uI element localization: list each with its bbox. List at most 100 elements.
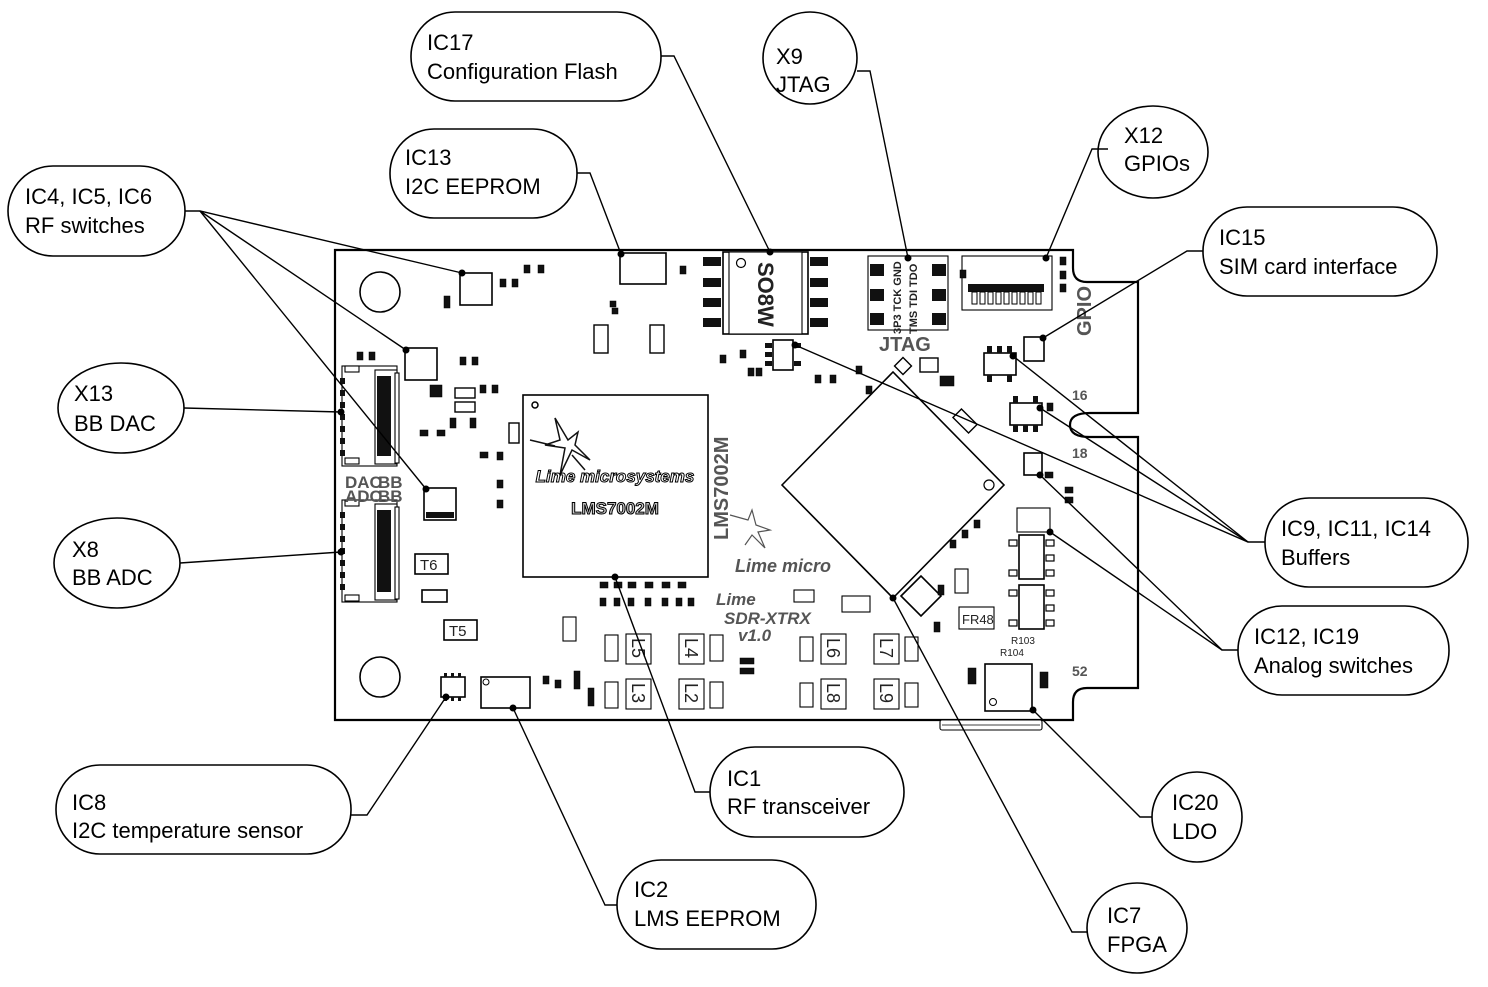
board-name-line2: SDR-XTRX (724, 609, 813, 628)
board-version: v1.0 (738, 626, 772, 645)
t5-label: T5 (449, 623, 467, 640)
buffer-aux-part (1023, 452, 1043, 476)
edge-pin-16: 16 (1072, 387, 1088, 403)
callout-ic11-anchor (1009, 352, 1017, 360)
ic11-buffer (983, 346, 1017, 382)
callout-ic9-11-14-desc: Buffers (1281, 545, 1350, 570)
callout-ic17-ref: IC17 (427, 30, 473, 55)
ic14-buffer (1009, 396, 1043, 432)
jtag-pins-row2: TMS TDI TDO (908, 263, 920, 334)
callout-ic2-anchor (509, 704, 517, 712)
callout-ic7-bubble (1086, 882, 1188, 974)
ic1-rf-transceiver: Lime microsystems LMS7002M (522, 394, 709, 578)
x13-connector (340, 365, 400, 467)
callout-ic1-leader (614, 576, 710, 793)
ic17-config-flash: SO8W (703, 251, 828, 335)
callout-x12-anchor (1042, 254, 1050, 262)
callout-ic20-bubble (1151, 771, 1243, 863)
inductor-l4 (678, 633, 705, 665)
callout-ic4-5-6-ref: IC4, IC5, IC6 (25, 184, 152, 209)
inductor-l2-label: L2 (681, 683, 701, 703)
inductors: L5 L4 L3 L2 L6 L7 L8 L9 (625, 633, 900, 710)
callout-ic15-desc: SIM card interface (1219, 254, 1398, 279)
ic4-rf-switch (459, 272, 493, 306)
inductor-l9 (873, 678, 900, 710)
callout-ic9-11-14-bubble (1264, 497, 1469, 588)
ic7-fpga (780, 370, 1006, 600)
callout-ic11-leader (1012, 355, 1249, 543)
callout-ic9-anchor (791, 341, 799, 349)
ic20-pin1-marker (989, 698, 997, 706)
callout-x12-leader (1045, 148, 1108, 259)
callout-ic20-leader (1032, 709, 1152, 818)
callout-ic17-bubble (410, 11, 662, 102)
callout-x13-bubble (57, 362, 185, 454)
test-point-t6 (414, 553, 449, 575)
callout-x8-leader (179, 551, 342, 564)
ic6-pads (426, 512, 454, 518)
callout-ic8-leader (351, 696, 447, 816)
callout-ic5-anchor (402, 346, 410, 354)
ic8-temperature-sensor (440, 673, 466, 701)
callout-ic15-anchor (1039, 334, 1047, 342)
ic2-lms-eeprom (480, 676, 531, 709)
callout-ic1-bubble (709, 746, 905, 838)
callout-ic20-desc: LDO (1172, 819, 1217, 844)
lime-micro-logo-text: Lime micro (735, 556, 831, 576)
callout-ic2-desc: LMS EEPROM (634, 906, 781, 931)
chip-brand-text: Lime microsystems (536, 467, 695, 486)
ic9-buffer (765, 339, 801, 371)
ic5-rf-switch (404, 347, 438, 381)
ic19-analog-switch (1008, 534, 1055, 630)
mounting-hole-top-left (359, 271, 401, 313)
inductor-l6 (820, 633, 847, 665)
callout-x8-desc: BB ADC (72, 565, 153, 590)
callout-ic13-leader (577, 172, 622, 255)
callout-ic17-leader (661, 55, 771, 253)
callout-ic2-bubble (616, 859, 817, 950)
callout-x9-leader (857, 70, 909, 259)
ic12-analog-switch (1016, 507, 1051, 533)
callout-x9-ref: X9 (776, 44, 803, 69)
board-name-line1: Lime (716, 590, 756, 609)
callout-ic1-desc: RF transceiver (727, 794, 870, 819)
t6-label: T6 (420, 557, 438, 574)
lime-micro-logo-icon (729, 508, 773, 549)
passive-components (356, 256, 1074, 707)
inductor-l7 (873, 633, 900, 665)
callout-x9-desc: JTAG (776, 72, 831, 97)
callout-ic13-ref: IC13 (405, 145, 451, 170)
x8-connector (340, 499, 400, 603)
inductor-l7-label: L7 (876, 638, 896, 658)
fr48-label: FR48 (962, 612, 994, 627)
callout-ic13-desc: I2C EEPROM (405, 174, 541, 199)
callout-x9-bubble (762, 11, 858, 105)
inductor-l2 (678, 678, 705, 710)
callout-ic4-5-6-desc: RF switches (25, 213, 145, 238)
mounting-hole-bottom-left (359, 656, 401, 698)
callout-ic20-ref: IC20 (1172, 790, 1218, 815)
callout-x8-ref: X8 (72, 537, 99, 562)
inductor-l5-label: L5 (628, 638, 648, 658)
callout-x12-bubble (1097, 105, 1209, 199)
callout-ic8-ref: IC8 (72, 790, 106, 815)
callout-x13-leader (183, 407, 342, 413)
callout-ic6-anchor (422, 485, 430, 493)
callout-ic1-ref: IC1 (727, 766, 761, 791)
callout-ic2-leader (512, 707, 617, 906)
callout-ic17-anchor (766, 248, 774, 256)
r104-label: R104 (1000, 648, 1024, 659)
callout-x9-anchor (904, 254, 912, 262)
lime-star-logo (529, 417, 591, 476)
bb-silk-label-bottom: BB (378, 487, 403, 506)
callout-ic8-bubble (55, 764, 352, 855)
ic15-sim-interface (1023, 336, 1045, 362)
ic13-i2c-eeprom (619, 252, 667, 285)
callout-ic7-leader (892, 597, 1087, 933)
callout-ic7-anchor (889, 594, 897, 602)
callout-ic4-leader (185, 210, 463, 274)
x12-gpio-connector (961, 255, 1053, 311)
callout-x12-desc: GPIOs (1124, 151, 1190, 176)
callout-ic17-desc: Configuration Flash (427, 59, 618, 84)
callout-ic19-anchor (1046, 528, 1054, 536)
